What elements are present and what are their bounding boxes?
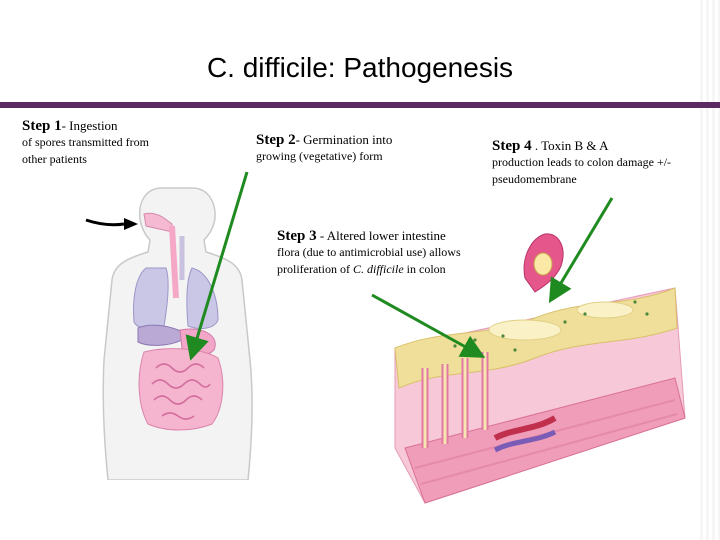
step-2-text: Step 2- Germination into growing (vegeta… — [256, 132, 456, 165]
step-3-organism: C. difficile — [352, 262, 404, 276]
step-2-body: growing (vegetative) form — [256, 149, 383, 163]
decorative-side-strip — [700, 0, 720, 540]
slide-title: C. difficile: Pathogenesis — [206, 52, 514, 83]
step-1-subheading: - Ingestion — [61, 118, 118, 133]
step-3-subheading: - Altered lower intestine — [316, 228, 446, 243]
arrow-step2 — [185, 171, 249, 361]
step-2-heading: Step 2 — [256, 132, 296, 148]
step-1-body: of spores transmitted from other patient… — [22, 135, 149, 166]
title-divider — [0, 102, 720, 108]
step-2-subheading: - Germination into — [295, 132, 393, 147]
step-3-body-start: flora (due to antimicrobial use) allows … — [277, 245, 461, 276]
step-4-heading: Step 4 — [492, 138, 532, 154]
step-1-text: Step 1- Ingestion of spores transmitted … — [22, 118, 162, 168]
step-1-heading: Step 1 — [22, 118, 62, 134]
step-4-body: production leads to colon damage +/- pse… — [492, 155, 672, 186]
step-4-text: Step 4 . Toxin B & A production leads to… — [492, 138, 702, 188]
step-3-body-end: in colon — [403, 262, 446, 276]
step-3-body: flora (due to antimicrobial use) allows … — [277, 244, 502, 278]
arrow-step3 — [371, 293, 486, 358]
step-3-heading: Step 3 — [277, 228, 317, 244]
step-4-subheading: . Toxin B & A — [531, 138, 609, 153]
step-3-text: Step 3 - Altered lower intestine flora (… — [277, 228, 502, 278]
arrow-step4 — [548, 197, 614, 304]
digestive-system-illustration — [85, 187, 253, 480]
